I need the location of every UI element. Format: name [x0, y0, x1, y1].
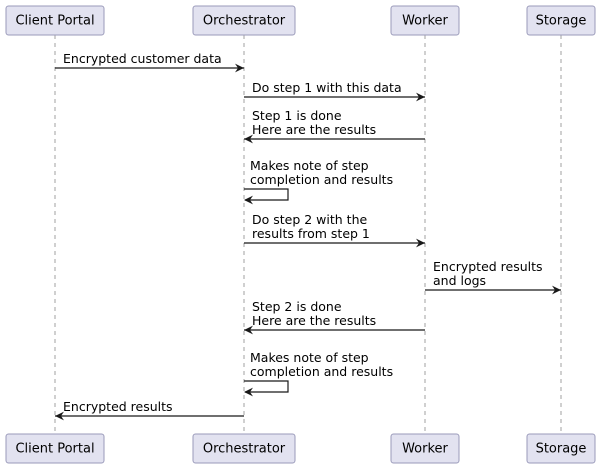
participant-header-row: Client Portal Orchestrator Worker Storage — [5, 5, 596, 36]
message-label-line: Do step 2 with the — [252, 212, 368, 227]
participant-box — [5, 5, 105, 36]
message-label-line: Encrypted results — [63, 399, 173, 414]
msg-do-step-1[interactable]: Do step 1 with this data — [244, 80, 425, 102]
participant-box — [192, 5, 296, 36]
message-label-line: Encrypted results — [433, 259, 543, 274]
message-label-line: completion and results — [250, 364, 393, 379]
participant-storage-footer[interactable]: Storage — [526, 433, 596, 464]
participant-orchestrator-header[interactable]: Orchestrator — [192, 5, 296, 36]
msg-encrypted-results[interactable]: Encrypted results — [55, 399, 244, 421]
message-label-line: Makes note of step — [250, 158, 369, 173]
participant-worker-header[interactable]: Worker — [390, 5, 460, 36]
participant-label: Storage — [536, 14, 587, 29]
participant-box — [5, 433, 105, 464]
message-label-line: and logs — [433, 273, 486, 288]
message-label-line: Step 2 is done — [252, 299, 342, 314]
arrow-head — [552, 285, 561, 295]
participant-label: Client Portal — [15, 14, 94, 29]
arrow-head — [55, 411, 64, 421]
participant-label: Orchestrator — [203, 442, 286, 457]
arrow-head — [244, 387, 253, 397]
self-message-path — [244, 188, 289, 201]
participant-box — [192, 433, 296, 464]
participant-client-portal-header[interactable]: Client Portal — [5, 5, 105, 36]
participant-box — [526, 433, 596, 464]
self-message-path — [244, 380, 289, 393]
messages-layer: Encrypted customer data Do step 1 with th… — [55, 51, 561, 421]
message-label-line: Step 1 is done — [252, 108, 342, 123]
arrow-head — [244, 195, 253, 205]
message-label-line: Here are the results — [252, 313, 376, 328]
message-label-line: Do step 1 with this data — [252, 80, 402, 95]
participant-label: Client Portal — [15, 442, 94, 457]
participant-label: Worker — [402, 442, 448, 457]
arrow-head — [416, 238, 425, 248]
participant-box — [390, 433, 460, 464]
arrow-head — [244, 134, 253, 144]
participant-footer-row: Client Portal Orchestrator Worker Storage — [5, 433, 596, 464]
message-label-line: Here are the results — [252, 122, 376, 137]
arrow-head — [416, 92, 425, 102]
participant-worker-footer[interactable]: Worker — [390, 433, 460, 464]
message-label-line: Encrypted customer data — [63, 51, 222, 66]
arrow-head — [235, 63, 244, 73]
participant-label: Storage — [536, 442, 587, 457]
participant-label: Worker — [402, 14, 448, 29]
participant-box — [390, 5, 460, 36]
participant-label: Orchestrator — [203, 14, 286, 29]
message-label-line: results from step 1 — [252, 226, 370, 241]
participant-storage-header[interactable]: Storage — [526, 5, 596, 36]
message-label-line: completion and results — [250, 172, 393, 187]
arrow-head — [244, 325, 253, 335]
participant-box — [526, 5, 596, 36]
participant-orchestrator-footer[interactable]: Orchestrator — [192, 433, 296, 464]
participant-client-portal-footer[interactable]: Client Portal — [5, 433, 105, 464]
message-label-line: Makes note of step — [250, 350, 369, 365]
lifelines-layer — [54, 35, 562, 434]
msg-encrypted-customer-data[interactable]: Encrypted customer data — [55, 51, 244, 73]
